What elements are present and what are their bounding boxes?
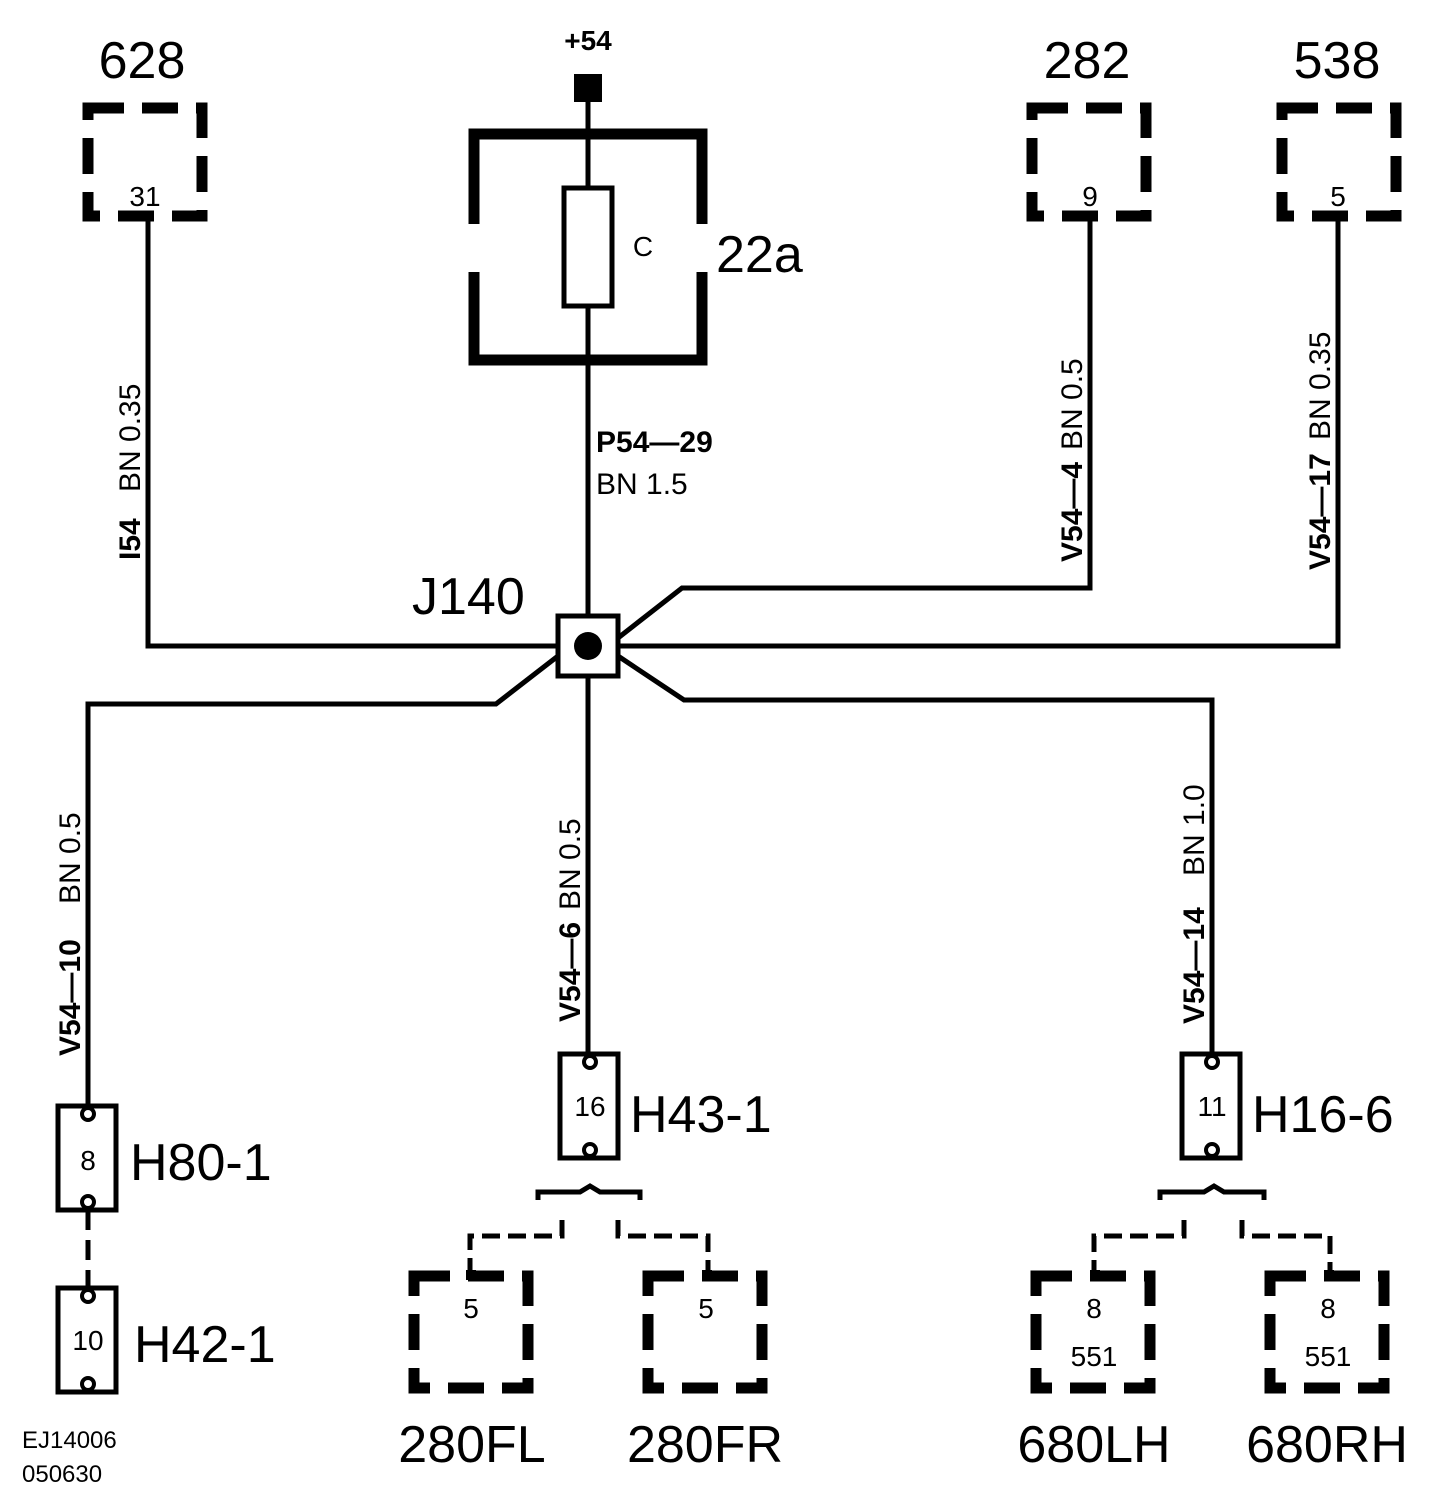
- wire-spec: BN 1.0: [1178, 784, 1211, 876]
- component-280fr: 5 280FR: [627, 1270, 783, 1474]
- connector-pin: 8: [80, 1145, 96, 1176]
- connector-ref: H42-1: [134, 1316, 276, 1374]
- connector-h16-6: 11 H16-6: [1179, 1051, 1394, 1161]
- component-ref: 680RH: [1246, 1416, 1408, 1474]
- component-pin-2: 551: [1071, 1341, 1118, 1372]
- component-pin: 5: [463, 1293, 479, 1324]
- component-ref: 280FR: [627, 1416, 783, 1474]
- wire-id: V54—14: [1178, 907, 1211, 1024]
- connector-628: 628 31: [82, 32, 208, 222]
- branch-h43: [467, 1183, 711, 1272]
- component-ref: 280FL: [398, 1416, 545, 1474]
- wire-id: P54—29: [596, 426, 713, 459]
- connector-h43-1: 16 H43-1: [557, 1051, 772, 1161]
- fuse-label: C: [633, 231, 653, 262]
- label-wire-fuse: P54—29 BN 1.5: [596, 426, 713, 501]
- connector-ref: H43-1: [630, 1086, 772, 1144]
- connector-pin: 9: [1082, 181, 1098, 212]
- label-wire-538: V54—17 BN 0.35: [1304, 332, 1337, 570]
- junction-j140: J140: [412, 568, 621, 679]
- label-wire-h16: V54—14 BN 1.0: [1178, 784, 1211, 1024]
- connector-ref: 538: [1294, 32, 1381, 90]
- fuse-element: [561, 185, 615, 309]
- connector-pin: 16: [574, 1091, 605, 1122]
- component-ref: 680LH: [1017, 1416, 1170, 1474]
- connector-ref: 282: [1044, 32, 1131, 90]
- wire-282: [616, 220, 1093, 640]
- component-pin: 5: [698, 1293, 714, 1324]
- connector-ref: H80-1: [130, 1134, 272, 1192]
- wire-spec: BN 1.5: [596, 468, 688, 501]
- wire-spec: BN 0.5: [54, 812, 87, 904]
- component-680rh: 8 551 680RH: [1246, 1270, 1408, 1474]
- drawing-number: EJ14006 050630: [22, 1427, 117, 1488]
- drawing-id: EJ14006: [22, 1427, 117, 1454]
- wire-id: V54—10: [54, 939, 87, 1056]
- fuse-ref: 22a: [716, 226, 803, 284]
- component-pin: 8: [1086, 1293, 1102, 1324]
- component-280fl: 5 280FL: [398, 1270, 546, 1474]
- supply-terminal: +54: [564, 25, 612, 102]
- component-pin: 8: [1320, 1293, 1336, 1324]
- fuse-22a: C 22a: [468, 128, 803, 366]
- connector-282: 282 9: [1026, 32, 1152, 222]
- connector-ref: H16-6: [1252, 1086, 1394, 1144]
- label-wire-282: V54—4 BN 0.5: [1056, 358, 1089, 562]
- wire-id: I54: [114, 518, 147, 560]
- wire-id: V54—4: [1056, 462, 1089, 562]
- connector-pin: 10: [72, 1325, 103, 1356]
- component-680lh: 8 551 680LH: [1017, 1270, 1171, 1474]
- label-wire-628: I54 BN 0.35: [114, 384, 147, 560]
- wire-id: V54—17: [1304, 453, 1337, 570]
- label-wire-h80: V54—10 BN 0.5: [54, 812, 87, 1056]
- connector-pin: 5: [1330, 181, 1346, 212]
- wire-spec: BN 0.35: [114, 384, 147, 492]
- connector-pin: 11: [1197, 1091, 1226, 1122]
- connector-pin: 31: [129, 181, 160, 212]
- wire-628: [145, 220, 558, 649]
- connector-h42-1: 10 H42-1: [55, 1285, 276, 1395]
- connector-h80-1: 8 H80-1: [55, 1103, 272, 1213]
- component-pin-2: 551: [1305, 1341, 1352, 1372]
- junction-ref: J140: [412, 568, 525, 626]
- connector-ref: 628: [99, 32, 186, 90]
- wire-h16: [616, 653, 1215, 1058]
- supply-label: +54: [564, 25, 612, 56]
- wire-spec: BN 0.5: [554, 818, 587, 910]
- wire-spec: BN 0.35: [1304, 332, 1337, 440]
- wire-spec: BN 0.5: [1056, 358, 1089, 450]
- branch-h16: [1091, 1183, 1333, 1272]
- wire-h80: [85, 654, 560, 1110]
- wire-538: [618, 220, 1341, 649]
- wire-id: V54—6: [554, 922, 587, 1022]
- label-wire-h43: V54—6 BN 0.5: [554, 818, 587, 1022]
- connector-538: 538 5: [1276, 32, 1402, 222]
- drawing-date: 050630: [22, 1461, 102, 1488]
